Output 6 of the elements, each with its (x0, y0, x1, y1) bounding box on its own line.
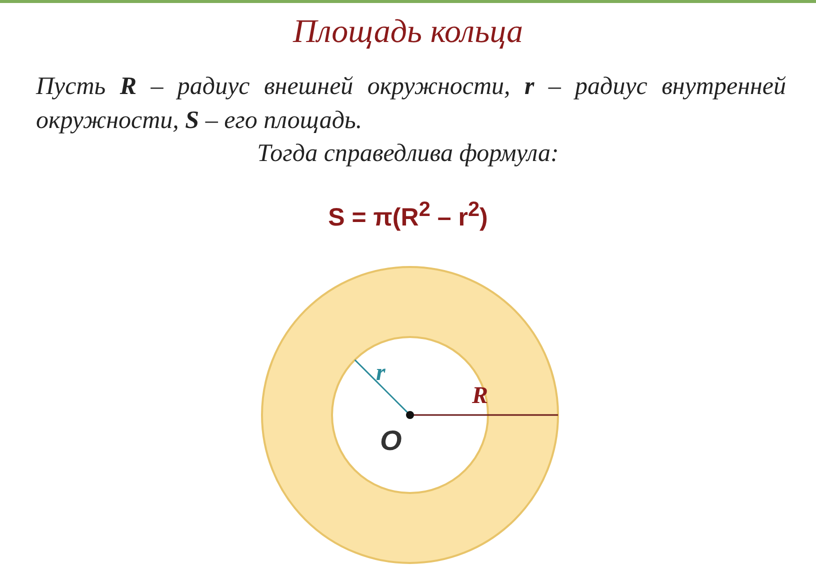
title: Площадь кольца (292, 14, 524, 51)
definition-text: Пусть R – радиус внешней окружности, r – радиус внутренней окружности, S – его площадь. (36, 72, 786, 136)
intro-text: Тогда справедлива формула: (256, 140, 560, 168)
radius-label: r (376, 360, 386, 387)
center-label: O (380, 425, 402, 457)
area-formula: S = π(R$^{2}$ – r$^{2}$) (327, 198, 489, 232)
